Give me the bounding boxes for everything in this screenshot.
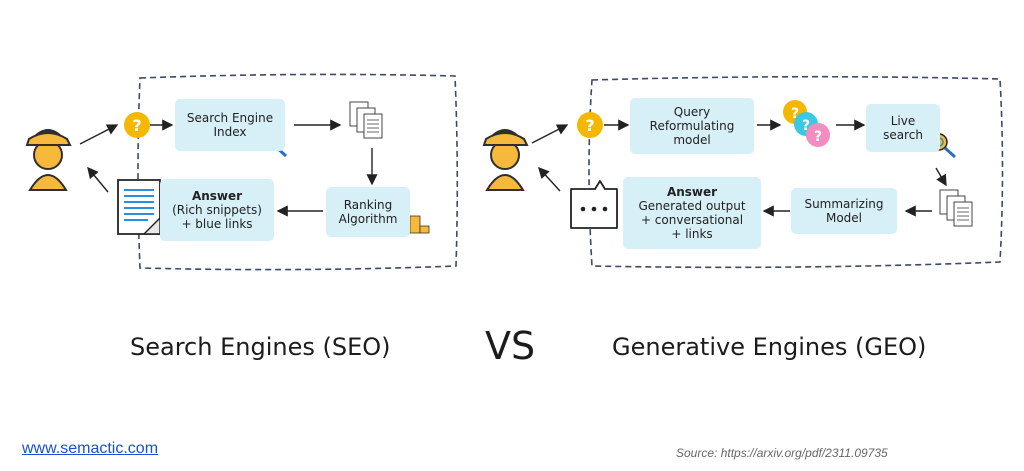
live-search-box: Live search: [866, 104, 940, 152]
documents-stack-icon: [939, 189, 973, 227]
question-icon: ?: [124, 112, 150, 138]
seo-answer-box: Answer (Rich snippets) + blue links: [160, 179, 274, 241]
box-label-line: Model: [825, 211, 863, 225]
box-label-line: Index: [213, 125, 247, 139]
box-label-line: Generated output: [638, 199, 746, 213]
multiple-questions-icon: ? ? ?: [783, 100, 830, 147]
svg-text:?: ?: [585, 116, 594, 135]
geo-title: Generative Engines (GEO): [612, 333, 927, 361]
summarizing-model-box: Summarizing Model: [791, 188, 897, 234]
arrow-live-to-docs: [935, 167, 947, 187]
box-label-line: + links: [671, 227, 713, 241]
box-label-line: Summarizing: [804, 197, 884, 211]
answer-title: Answer: [666, 185, 718, 199]
box-label-line: model: [673, 133, 711, 147]
geo-dashed-container: [588, 75, 1004, 269]
ranking-algorithm-box: Ranking Algorithm: [326, 187, 410, 237]
arrow-user-to-question: [531, 124, 569, 144]
svg-text:?: ?: [132, 116, 141, 135]
svg-text:?: ?: [814, 129, 822, 145]
box-label-line: (Rich snippets): [172, 203, 262, 217]
box-label-line: Live: [890, 114, 916, 128]
box-label-line: Search Engine: [186, 111, 274, 125]
box-label-line: Algorithm: [338, 212, 398, 226]
seo-title: Search Engines (SEO): [130, 333, 391, 361]
arrow-user-to-question: [79, 124, 119, 145]
query-reformulating-box: Query Reformulating model: [630, 98, 754, 154]
arrow-chat-to-user: [538, 166, 561, 192]
person-icon: [482, 129, 529, 191]
vs-label: VS: [485, 324, 536, 368]
results-document-icon: [117, 179, 161, 235]
svg-text:?: ?: [802, 118, 810, 134]
box-label-line: Query: [673, 105, 711, 119]
geo-answer-box: Answer Generated output + conversational…: [623, 177, 761, 249]
box-label-line: Reformulating: [649, 119, 735, 133]
answer-title: Answer: [191, 189, 243, 203]
source-citation: Source: https://arxiv.org/pdf/2311.09735: [676, 446, 888, 460]
documents-stack-icon: [349, 101, 383, 139]
box-label-line: search: [883, 128, 923, 142]
search-engine-index-box: Search Engine Index: [175, 99, 285, 151]
svg-text:?: ?: [791, 106, 799, 122]
website-link[interactable]: www.semactic.com: [22, 440, 159, 457]
chat-bubble-icon: [570, 180, 618, 229]
box-label-line: + blue links: [181, 217, 253, 231]
arrow-doc-to-user: [87, 166, 109, 193]
question-icon: ?: [577, 112, 603, 138]
box-label-line: Ranking: [343, 198, 393, 212]
box-label-line: + conversational: [640, 213, 744, 227]
person-icon: [25, 129, 72, 191]
